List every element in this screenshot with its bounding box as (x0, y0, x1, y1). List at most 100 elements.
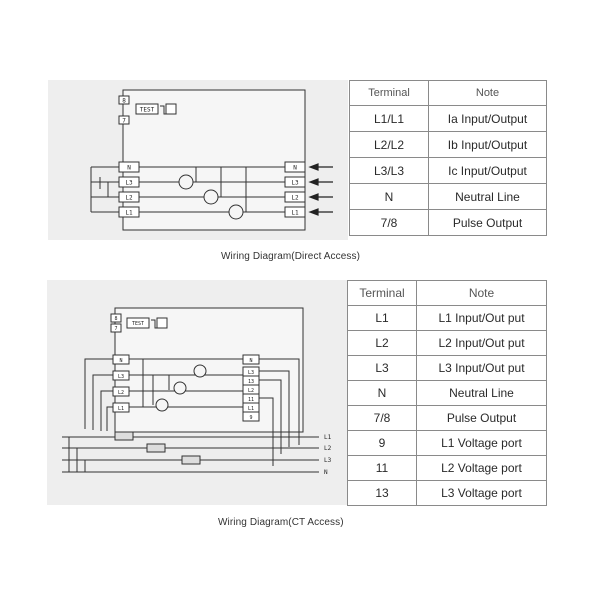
terminal-cell: N (349, 183, 429, 210)
right-terminal-label: 13 (248, 379, 254, 385)
left-terminal-label: L2 (118, 390, 124, 396)
coil-l2 (203, 189, 219, 205)
header-note: Note (428, 80, 547, 106)
note-cell: Ia Input/Output (428, 105, 547, 132)
test-label: TEST (132, 321, 144, 327)
right-terminal-label: L1 (248, 406, 254, 412)
terminal-8 (110, 313, 122, 323)
terminal-cell: 11 (347, 455, 417, 481)
terminal-7 (118, 115, 130, 125)
terminal-cell: 7/8 (349, 209, 429, 236)
terminal-cell: L1/L1 (349, 105, 429, 132)
note-cell: Pulse Output (428, 209, 547, 236)
left-terminal-label: L1 (125, 210, 133, 217)
ct-access-diagram: 8 7 TEST N L3 L2 L1 N L3 13 L2 11 L1 9 L… (47, 280, 347, 505)
header-terminal: Terminal (347, 280, 417, 306)
terminal-cell: L3/L3 (349, 157, 429, 184)
terminal-cell: L2/L2 (349, 131, 429, 158)
left-terminal-label: L3 (118, 374, 124, 380)
table-header-row: Terminal Note (347, 280, 547, 306)
table-row: L2 L2 Input/Out put (347, 330, 547, 356)
line-label: L3 (324, 457, 332, 464)
note-cell: L1 Voltage port (416, 430, 547, 456)
test-box (135, 103, 159, 115)
pulse-terminal-label: 8 (122, 98, 126, 105)
left-terminal-label: L3 (125, 180, 133, 187)
line-label: L2 (324, 445, 332, 452)
terminal-cell: 7/8 (347, 405, 417, 431)
right-terminal-label: N (249, 358, 252, 364)
meter-body (114, 307, 304, 433)
terminal-cell: L3 (347, 355, 417, 381)
table-row: 7/8 Pulse Output (349, 209, 547, 236)
table-row: 7/8 Pulse Output (347, 405, 547, 431)
table-row: L2/L2 Ib Input/Output (349, 131, 547, 158)
right-terminal-label: 11 (248, 397, 254, 403)
line-label: N (324, 469, 328, 476)
table-row: L3/L3 Ic Input/Output (349, 157, 547, 184)
coil-l3 (193, 364, 207, 378)
coil-l1 (155, 398, 169, 412)
right-terminal-label: L3 (291, 180, 299, 187)
coil-l1 (228, 204, 244, 220)
ct-access-wiring-svg: 8 7 TEST N L3 L2 L1 N L3 13 L2 11 L1 9 L… (62, 307, 332, 476)
ct-access-terminal-table: Terminal Note L1 L1 Input/Out put L2 L2 … (347, 280, 547, 506)
direct-access-caption: Wiring Diagram(Direct Access) (221, 251, 361, 262)
note-cell: L3 Input/Out put (416, 355, 547, 381)
test-label: TEST (140, 107, 155, 114)
table-row: 11 L2 Voltage port (347, 455, 547, 481)
note-cell: L2 Input/Out put (416, 330, 547, 356)
right-terminal-label: L3 (248, 370, 254, 376)
table-row: 9 L1 Voltage port (347, 430, 547, 456)
coil-l3 (178, 174, 194, 190)
table-header-row: Terminal Note (349, 80, 547, 106)
ct-access-caption: Wiring Diagram(CT Access) (218, 517, 344, 528)
note-cell: Neutral Line (416, 380, 547, 406)
header-terminal: Terminal (349, 80, 429, 106)
note-cell: Ic Input/Output (428, 157, 547, 184)
direct-access-wiring-svg: 8 7 TEST N L3 L2 L1 N L3 L2 L1 (90, 89, 333, 231)
note-cell: L2 Voltage port (416, 455, 547, 481)
left-terminal-label: N (127, 165, 131, 172)
left-terminal-label: N (119, 358, 122, 364)
direct-access-terminal-table: Terminal Note L1/L1 Ia Input/Output L2/L… (349, 80, 547, 236)
note-cell: Pulse Output (416, 405, 547, 431)
table-row: 13 L3 Voltage port (347, 480, 547, 506)
ct-block (114, 431, 134, 441)
header-note: Note (416, 280, 547, 306)
terminal-cell: 13 (347, 480, 417, 506)
note-cell: Neutral Line (428, 183, 547, 210)
table-row: L1 L1 Input/Out put (347, 305, 547, 331)
pulse-terminal-label: 7 (114, 326, 117, 332)
terminal-cell: L2 (347, 330, 417, 356)
left-terminal-label: L1 (118, 406, 124, 412)
arrow-icon (308, 208, 319, 216)
left-terminal-label: L2 (125, 195, 133, 202)
arrow-icon (308, 178, 319, 186)
arrow-icon (308, 163, 319, 171)
pulse-terminal-label: 8 (114, 316, 117, 322)
terminal-8 (118, 95, 130, 105)
note-cell: L3 Voltage port (416, 480, 547, 506)
terminal-cell: L1 (347, 305, 417, 331)
terminal-7 (110, 323, 122, 333)
right-terminal-label: L2 (291, 195, 299, 202)
table-row: L1/L1 Ia Input/Output (349, 105, 547, 132)
terminal-cell: N (347, 380, 417, 406)
ct-block (181, 455, 201, 465)
test-box (126, 317, 150, 329)
table-row: N Neutral Line (347, 380, 547, 406)
table-row: L3 L3 Input/Out put (347, 355, 547, 381)
right-terminal-label: 9 (249, 415, 252, 421)
note-cell: L1 Input/Out put (416, 305, 547, 331)
right-terminal-label: N (293, 165, 297, 172)
arrow-icon (308, 193, 319, 201)
right-terminal-label: L1 (291, 210, 299, 217)
ct-block (146, 443, 166, 453)
note-cell: Ib Input/Output (428, 131, 547, 158)
terminal-cell: 9 (347, 430, 417, 456)
direct-access-diagram: 8 7 TEST N L3 L2 L1 N L3 L2 L1 (48, 80, 348, 240)
table-row: N Neutral Line (349, 183, 547, 210)
right-terminal-label: L2 (248, 388, 254, 394)
line-label: L1 (324, 434, 332, 441)
